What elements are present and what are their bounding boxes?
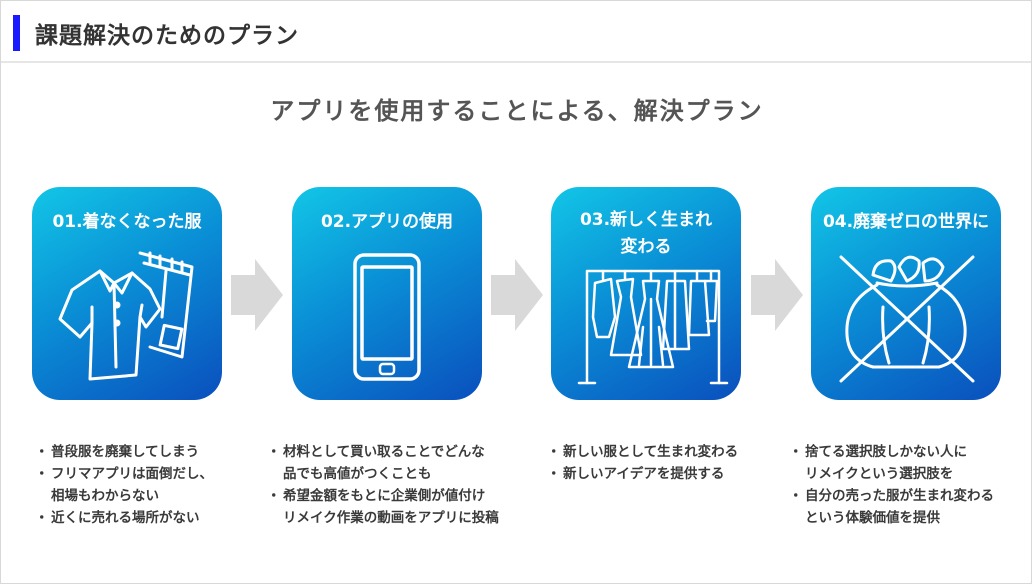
step-1-bullets: 普段服を廃棄してしまう フリマアプリは面倒だし、相場もわからない 近くに売れる場… <box>35 441 213 529</box>
section-subtitle: アプリを使用することによる、解決プラン <box>270 97 764 125</box>
arrow-right-icon <box>231 259 283 331</box>
clothes-icon <box>58 251 194 381</box>
header: 課題解決のためのプラン <box>1 1 1031 63</box>
list-item: 普段服を廃棄してしまう <box>35 441 213 463</box>
step-card-4: 04.廃棄ゼロの世界に <box>811 187 1001 400</box>
list-item: 新しいアイデアを提供する <box>547 463 738 485</box>
clothes-rack-icon <box>577 269 729 385</box>
step-3-bullets: 新しい服として生まれ変わる 新しいアイデアを提供する <box>547 441 738 485</box>
page-title: 課題解決のためのプラン <box>35 23 299 49</box>
step-card-title: 01.着なくなった服 <box>52 212 202 232</box>
arrow-right-icon <box>491 259 543 331</box>
arrow-right-icon <box>751 259 803 331</box>
step-card-3: 03.新しく生まれ 変わる <box>551 187 741 400</box>
step-card-2: 02.アプリの使用 <box>292 187 482 400</box>
header-accent-bar <box>13 15 20 51</box>
step-card-1: 01.着なくなった服 <box>32 187 222 400</box>
list-item: 近くに売れる場所がない <box>35 507 213 529</box>
step-card-title: 03.新しく生まれ 変わる <box>579 210 713 257</box>
no-garbage-bag-icon <box>839 255 975 383</box>
smartphone-icon <box>353 253 421 381</box>
list-item: フリマアプリは面倒だし、相場もわからない <box>35 463 213 507</box>
list-item: 新しい服として生まれ変わる <box>547 441 738 463</box>
step-card-title: 04.廃棄ゼロの世界に <box>822 212 990 232</box>
step-card-title: 02.アプリの使用 <box>320 212 454 232</box>
